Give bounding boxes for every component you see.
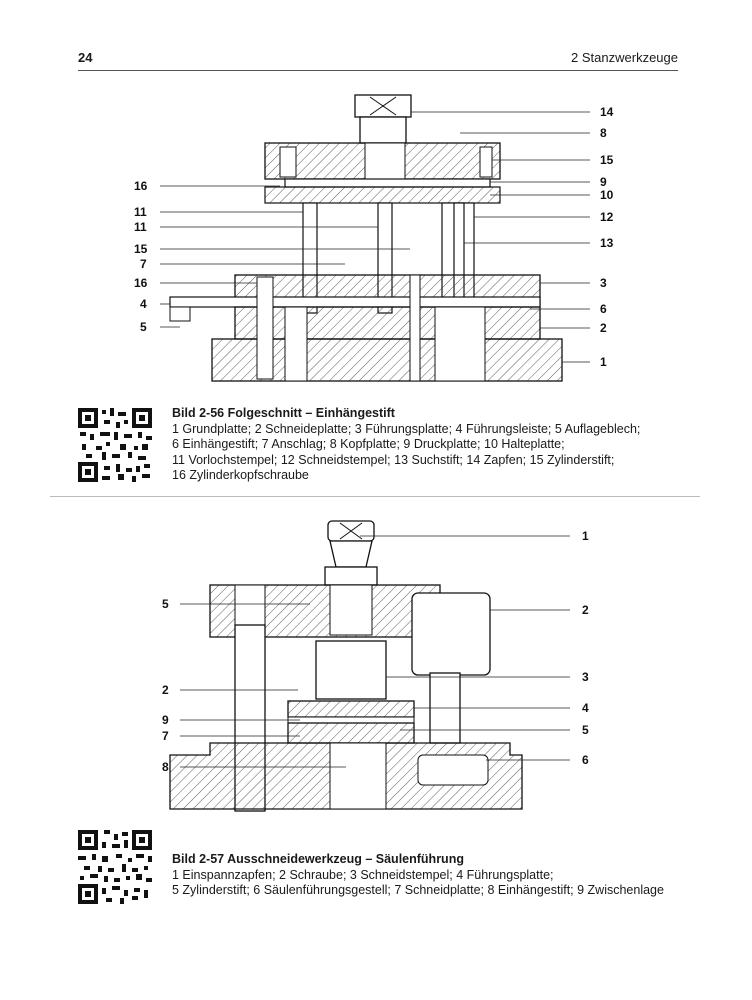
fig1-label-left: 4: [140, 297, 147, 311]
figure-2-57-drawing: 1 2 3 4 5 6 5 2 9 7 8: [162, 520, 589, 812]
fuehrungsleiste-part: [169, 296, 541, 308]
fig2-label-left: 8: [162, 760, 169, 774]
schneideplatte-part: [234, 306, 541, 340]
fig1-label-right: 1: [600, 355, 607, 369]
page-header: 24 2 Stanzwerkzeuge: [78, 48, 678, 71]
bushing-part: [411, 592, 491, 676]
fig2-label-left: 2: [162, 683, 169, 697]
caption-title: Bild 2-56 Folgeschnitt – Einhängestift: [172, 406, 395, 420]
schneidstempel-part: [315, 640, 387, 700]
section-divider: [50, 496, 700, 497]
auflageblech-part: [169, 306, 191, 322]
fig1-label-right: 10: [600, 188, 614, 202]
fig1-label-right: 6: [600, 302, 607, 316]
fig1-label-left: 11: [134, 205, 147, 219]
figure-2-56-drawing: 14 8 15 9 10 12 13 3 6 2 1 16 11 11 15 7…: [134, 94, 614, 382]
fig2-label-right: 3: [582, 670, 589, 684]
fig1-label-right: 3: [600, 276, 607, 290]
caption-title: Bild 2-57 Ausschneidewerkzeug – Säulenfü…: [172, 852, 464, 866]
base-column-seat: [417, 754, 489, 786]
caption-line: 5 Zylinderstift; 6 Säulenführungsgestell…: [172, 883, 664, 897]
fig1-label-left: 5: [140, 320, 147, 334]
fig1-label-right: 8: [600, 126, 607, 140]
fig1-label-right: 14: [600, 105, 614, 119]
schneidplatte-part: [287, 722, 415, 744]
base-opening: [329, 742, 387, 810]
zapfen-part: [354, 94, 412, 144]
figure-2-56-caption: Bild 2-56 Folgeschnitt – Einhängestift 1…: [172, 406, 640, 484]
page-number: 24: [78, 50, 93, 65]
bores: [256, 274, 486, 382]
fig2-label-right: 6: [582, 753, 589, 767]
fig2-label-left: 9: [162, 713, 169, 727]
fig2-label-left: 5: [162, 597, 169, 611]
caption-line: 16 Zylinderkopfschraube: [172, 468, 309, 482]
fig2-label-left: 7: [162, 729, 169, 743]
chapter-title: 2 Stanzwerkzeuge: [571, 50, 678, 65]
einspannzapfen-part: [324, 520, 378, 586]
fig1-label-left: 7: [140, 257, 147, 271]
caption-line: 6 Einhängestift; 7 Anschlag; 8 Kopfplatt…: [172, 437, 565, 451]
qr-code-fig-2-57: [78, 830, 152, 904]
kopfplatte-part: [264, 142, 501, 180]
caption-line: 1 Einspannzapfen; 2 Schraube; 3 Schneids…: [172, 867, 554, 882]
fig1-label-left: 16: [134, 276, 148, 290]
qr-code-fig-2-56: [78, 408, 152, 482]
zwischenlage-part: [287, 716, 415, 724]
fig1-label-right: 13: [600, 236, 614, 250]
druckplatte-part: [284, 178, 491, 188]
figure-2-57-caption: Bild 2-57 Ausschneidewerkzeug – Säulenfü…: [172, 852, 664, 899]
fig2-label-right: 5: [582, 723, 589, 737]
fig2-label-right: 2: [582, 603, 589, 617]
fig1-label-left: 15: [134, 242, 148, 256]
halteplatte-part: [264, 186, 501, 204]
fuehrungsplatte-part: [287, 700, 415, 718]
fig1-label-right: 2: [600, 321, 607, 335]
fig1-label-left: 11: [134, 220, 147, 234]
punch-holder: [329, 584, 373, 636]
fig1-label-right: 12: [600, 210, 614, 224]
fig1-label-left: 16: [134, 179, 148, 193]
fig1-label-right: 15: [600, 153, 614, 167]
fig2-label-right: 1: [582, 529, 589, 543]
fig2-label-right: 4: [582, 701, 589, 715]
caption-line: 1 Grundplatte; 2 Schneideplatte; 3 Führu…: [172, 421, 641, 436]
caption-line: 11 Vorlochstempel; 12 Schneidstempel; 13…: [172, 452, 615, 467]
fig1-label-right: 9: [600, 175, 607, 189]
